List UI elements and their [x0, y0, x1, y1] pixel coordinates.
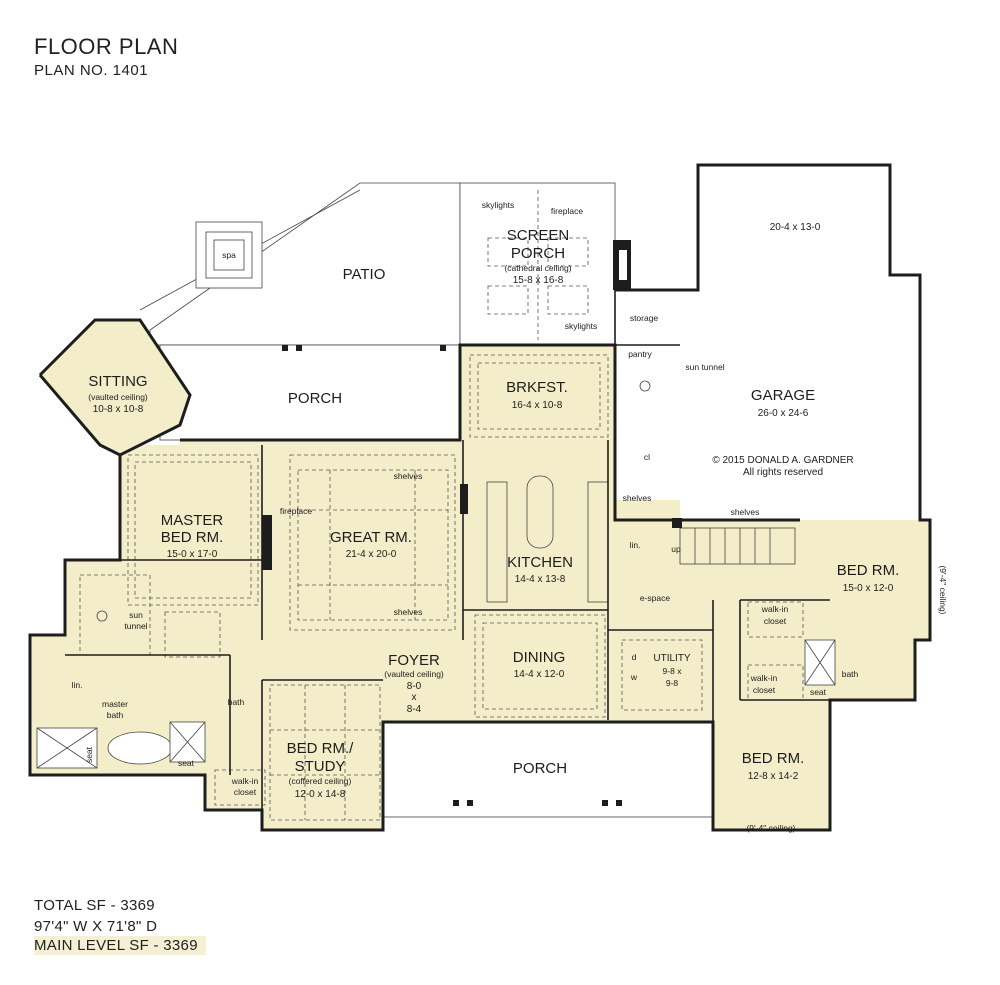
sitting-dims: 10-8 x 10-8: [93, 404, 144, 415]
screen-porch-note: (cathedral ceiling): [504, 263, 571, 273]
interior-fill: [30, 165, 930, 830]
screen-porch-dims: 15-8 x 16-8: [513, 275, 564, 286]
copyright-line2: All rights reserved: [743, 467, 823, 478]
kitchen-name: KITCHEN: [507, 554, 573, 571]
label-wic-study-b: closet: [234, 787, 257, 797]
great-room-dims: 21-4 x 20-0: [346, 549, 397, 560]
dining-dims: 14-4 x 12-0: [514, 669, 565, 680]
label-tunnel-master: tunnel: [124, 621, 147, 631]
foyer-dim3: 8-4: [407, 704, 422, 715]
label-seat-bed: seat: [810, 687, 827, 697]
outdoor-areas: [139, 182, 714, 818]
total-sf: TOTAL SF - 3369: [34, 897, 155, 914]
label-d: d: [632, 652, 637, 662]
screen-porch-area: [459, 182, 616, 346]
front-porch-name: PORCH: [513, 760, 567, 777]
back-porch-name: PORCH: [288, 390, 342, 407]
label-wic-bed1-a: walk-in: [761, 604, 789, 614]
label-wic-bed1-b: closet: [764, 616, 787, 626]
great-room-name: GREAT RM.: [330, 529, 412, 546]
master-dims: 15-0 x 17-0: [167, 549, 218, 560]
label-seat-master1: seat: [84, 746, 94, 763]
label-lin-master: lin.: [72, 680, 83, 690]
stairs: [679, 527, 796, 565]
label-master-bath1: master: [102, 699, 128, 709]
screen-porch-name1: SCREEN: [507, 227, 570, 244]
study-note: (coffered ceiling): [289, 776, 352, 786]
label-e-space: e-space: [640, 593, 671, 603]
walls: [28, 163, 932, 832]
label-cl: cl: [644, 452, 650, 462]
garage-area: [615, 165, 920, 520]
back-porch-area: [159, 344, 461, 441]
spa-name: spa: [222, 250, 236, 260]
utility-name: UTILITY: [653, 653, 691, 664]
master-name1: MASTER: [161, 512, 224, 529]
label-sun-master: sun: [129, 610, 143, 620]
sitting-room: [40, 320, 190, 455]
label-sun-tunnel-kitchen: sun tunnel: [685, 362, 724, 372]
label-wic-study-a: walk-in: [231, 776, 259, 786]
dining-name: DINING: [513, 649, 566, 666]
master-name2: BED RM.: [161, 529, 224, 546]
label-bath-study: bath: [228, 697, 245, 707]
label-w: w: [630, 672, 638, 682]
bed2-name: BED RM.: [742, 750, 805, 767]
foyer-dim2: x: [412, 692, 417, 703]
main-living-area: [30, 345, 930, 830]
label-skylights-top: skylights: [482, 200, 515, 210]
brkfst-dims: 16-4 x 10-8: [512, 400, 563, 411]
label-ceiling-side: (9'-4" ceiling): [938, 565, 948, 614]
label-master-bath2: bath: [107, 710, 124, 720]
label-storage: storage: [630, 313, 659, 323]
label-skylights-bottom: skylights: [565, 321, 598, 331]
label-ceiling-bottom: (9'-4" ceiling): [746, 823, 795, 833]
foyer-dim1: 8-0: [407, 681, 422, 692]
spa: [195, 221, 263, 289]
patio-name: PATIO: [343, 266, 386, 283]
label-shelves-great-top: shelves: [394, 471, 423, 481]
main-level-sf: MAIN LEVEL SF - 3369: [34, 936, 206, 955]
plan-number: PLAN NO. 1401: [34, 62, 149, 79]
label-pantry: pantry: [628, 349, 652, 359]
label-shelves-kitchen: shelves: [623, 493, 652, 503]
label-seat-master2: seat: [178, 758, 195, 768]
overall-dimensions: 97'4" W X 71'8" D: [34, 918, 158, 935]
garage-name: GARAGE: [751, 387, 815, 404]
brkfst-name: BRKFST.: [506, 379, 568, 396]
front-porch-area: [382, 721, 714, 818]
bed1-name: BED RM.: [837, 562, 900, 579]
garage-top-dims: 20-4 x 13-0: [770, 222, 821, 233]
foyer-name: FOYER: [388, 652, 440, 669]
utility-dim1: 9-8 x: [663, 666, 683, 676]
foyer-note: (vaulted ceiling): [384, 669, 444, 679]
screen-porch-name2: PORCH: [511, 245, 565, 262]
study-name2: STUDY: [295, 758, 346, 775]
label-up: up: [671, 544, 681, 554]
label-wic-bed2-a: walk-in: [750, 673, 778, 683]
label-fireplace-top: fireplace: [551, 206, 583, 216]
plan-title: FLOOR PLAN: [34, 34, 179, 59]
sitting-name: SITTING: [88, 373, 147, 390]
label-fireplace-great: fireplace: [280, 506, 312, 516]
label-lin-hall: lin.: [630, 540, 641, 550]
study-name1: BED RM./: [287, 740, 355, 757]
kitchen-dims: 14-4 x 13-8: [515, 574, 566, 585]
bed1-dims: 15-0 x 12-0: [843, 583, 894, 594]
label-bath-bed: bath: [842, 669, 859, 679]
study-dims: 12-0 x 14-8: [295, 789, 346, 800]
label-shelves-great-bottom: shelves: [394, 607, 423, 617]
label-shelves-garage: shelves: [731, 507, 760, 517]
bed2-dims: 12-8 x 14-2: [748, 771, 799, 782]
utility-dim2: 9-8: [666, 678, 679, 688]
room-labels: 20-4 x 13-0 GARAGE 26-0 x 24-6 © 2015 DO…: [72, 200, 948, 833]
copyright-line1: © 2015 DONALD A. GARDNER: [712, 455, 853, 466]
garage-dims: 26-0 x 24-6: [758, 408, 809, 419]
sitting-note: (vaulted ceiling): [88, 392, 148, 402]
label-wic-bed2-b: closet: [753, 685, 776, 695]
